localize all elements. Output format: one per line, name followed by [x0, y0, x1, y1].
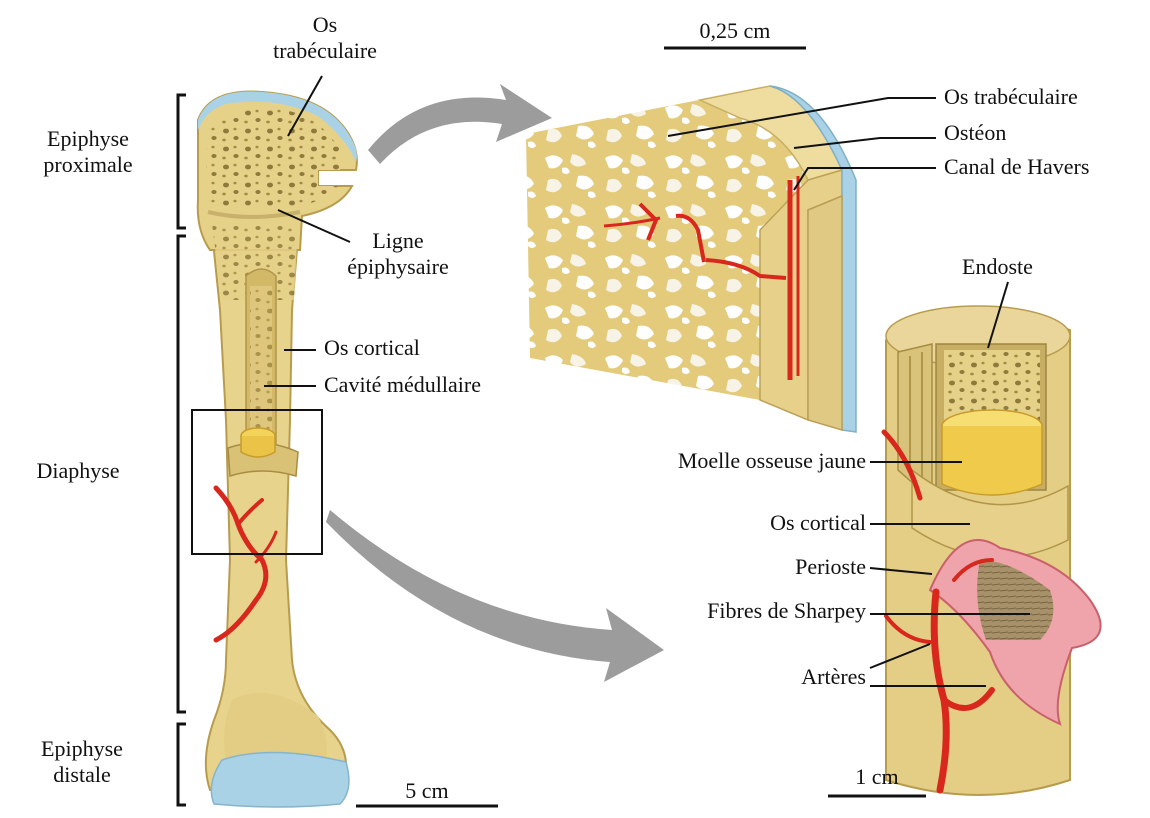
bracket-diaphyse — [178, 236, 186, 712]
label-epiphyse-distale-line2: distale — [8, 762, 156, 788]
label-os-trabeculaire-bone-line2: trabéculaire — [250, 38, 400, 64]
diaphysis-detail — [884, 306, 1101, 795]
label-canal-havers: Canal de Havers — [944, 154, 1089, 180]
label-os-trabeculaire-bone: Os trabéculaire — [250, 12, 400, 64]
label-epiphyse-proximale-line1: Epiphyse — [8, 126, 168, 152]
label-cavite-medullaire: Cavité médullaire — [324, 372, 481, 398]
label-os-trabeculaire-detail: Os trabéculaire — [944, 84, 1078, 110]
label-epiphyse-distale-line1: Epiphyse — [8, 736, 156, 762]
bracket-epiphyse-proximale — [178, 95, 186, 228]
label-ligne-epiphysaire-line2: épiphysaire — [328, 254, 468, 280]
label-ligne-epiphysaire-line1: Ligne — [328, 228, 468, 254]
label-epiphyse-distale: Epiphyse distale — [8, 736, 156, 788]
arrow-to-trabecular — [368, 84, 552, 164]
label-endoste: Endoste — [962, 254, 1033, 280]
label-scale-1cm: 1 cm — [828, 764, 926, 790]
label-os-trabeculaire-bone-line1: Os — [250, 12, 400, 38]
label-epiphyse-proximale: Epiphyse proximale — [8, 126, 168, 178]
label-scale-025cm: 0,25 cm — [664, 18, 806, 44]
label-epiphyse-proximale-line2: proximale — [8, 152, 168, 178]
label-osteon: Ostéon — [944, 120, 1006, 146]
trabecular-detail — [526, 86, 856, 432]
label-diaphyse: Diaphyse — [8, 458, 148, 484]
label-moelle-osseuse-jaune: Moelle osseuse jaune — [560, 448, 866, 474]
label-perioste: Perioste — [560, 554, 866, 580]
long-bone — [192, 92, 357, 807]
label-ligne-epiphysaire: Ligne épiphysaire — [328, 228, 468, 280]
label-scale-5cm: 5 cm — [356, 778, 498, 804]
label-fibres-sharpey: Fibres de Sharpey — [560, 598, 866, 624]
label-arteres: Artères — [560, 664, 866, 690]
bracket-epiphyse-distale — [178, 724, 186, 805]
label-os-cortical-detail: Os cortical — [560, 510, 866, 536]
label-os-cortical-bone: Os cortical — [324, 335, 420, 361]
